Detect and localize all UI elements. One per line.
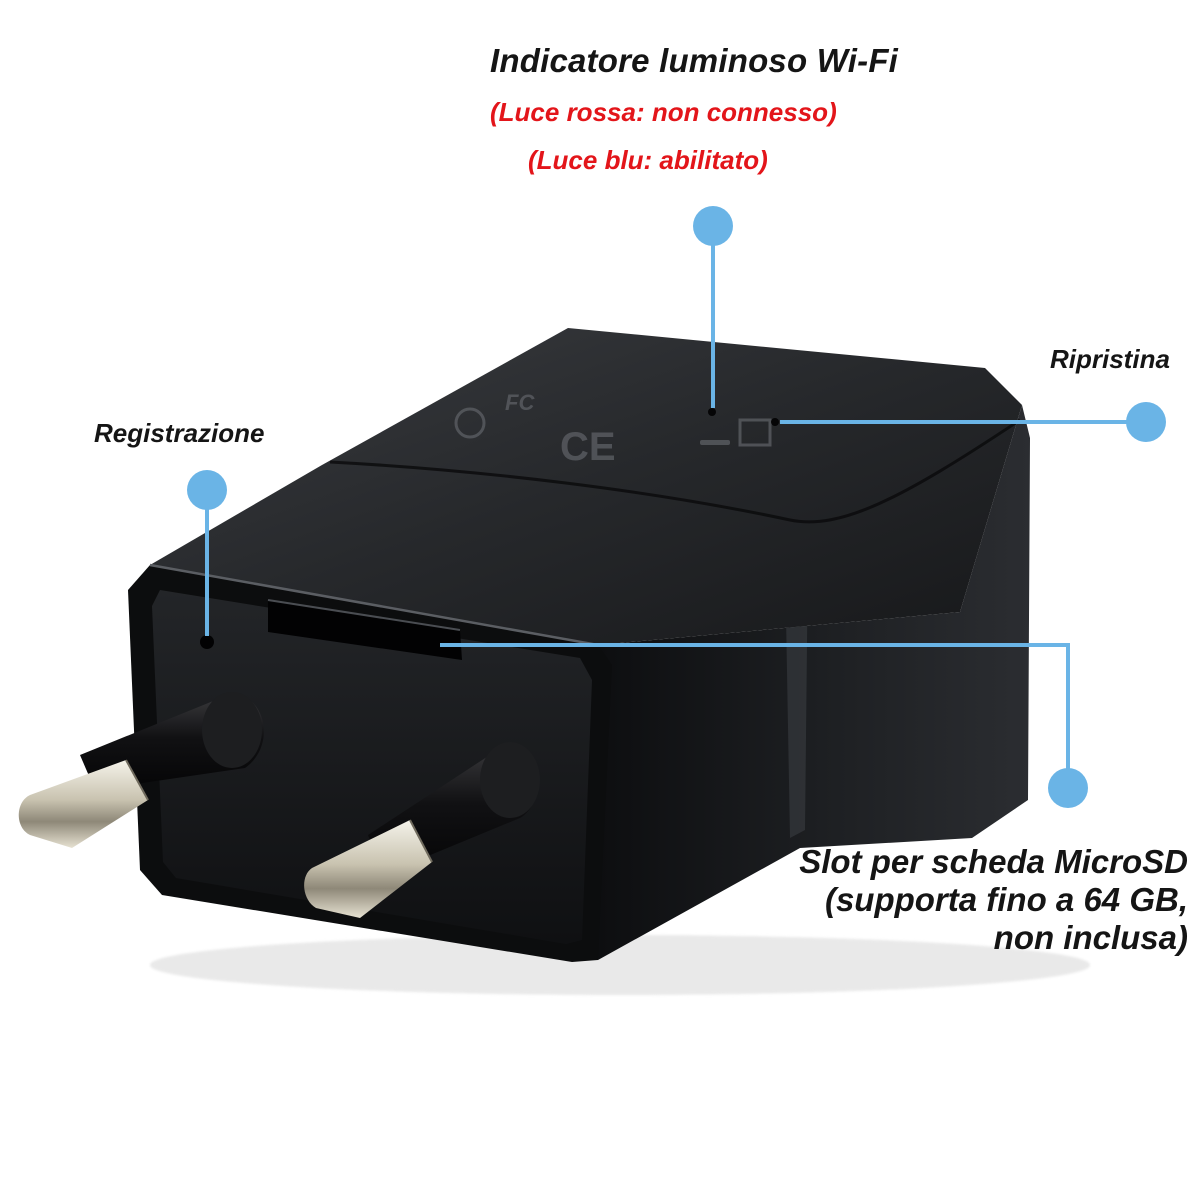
callout-dot-wifi: [693, 206, 733, 246]
plug-pin-left: [18, 692, 264, 848]
wifi-blue-status-label: (Luce blu: abilitato): [528, 145, 768, 175]
fc-mark: FC: [505, 390, 535, 415]
wifi-red-status-label: (Luce rossa: non connesso): [490, 97, 837, 127]
wifi-led-hole: [708, 408, 716, 416]
front-edge-highlight: [149, 563, 599, 647]
reset-label: Ripristina: [1050, 344, 1170, 374]
microsd-label-line2: (supporta fino a 64 GB,: [824, 881, 1188, 918]
callout-dots: [187, 206, 1166, 808]
reset-hole: [771, 418, 779, 426]
microsd-label-line1: Slot per scheda MicroSD: [799, 843, 1188, 880]
device-front-panel: [152, 590, 592, 944]
callout-dot-recording: [187, 470, 227, 510]
callouts: [205, 226, 1145, 788]
callout-dot-reset: [1126, 402, 1166, 442]
ground-shadow: [150, 935, 1090, 995]
recording-hole: [200, 635, 214, 649]
device-side: [598, 405, 1030, 960]
wifi-indicator-label: Indicatore luminoso Wi-Fi: [490, 42, 899, 79]
recording-label: Registrazione: [94, 418, 265, 448]
top-seam: [329, 418, 1021, 524]
microsd-label: Slot per scheda MicroSD (supporta fino a…: [728, 843, 1188, 957]
callout-dot-microsd: [1048, 768, 1088, 808]
callout-line-microsd: [440, 643, 1070, 788]
microsd-slot-edge: [267, 599, 461, 631]
microsd-slot: [268, 600, 462, 660]
plug-pin-right: [304, 742, 540, 918]
ce-mark: CE: [560, 425, 616, 469]
microsd-label-line3: non inclusa): [993, 919, 1188, 956]
top-markings: FC CE: [454, 390, 772, 469]
